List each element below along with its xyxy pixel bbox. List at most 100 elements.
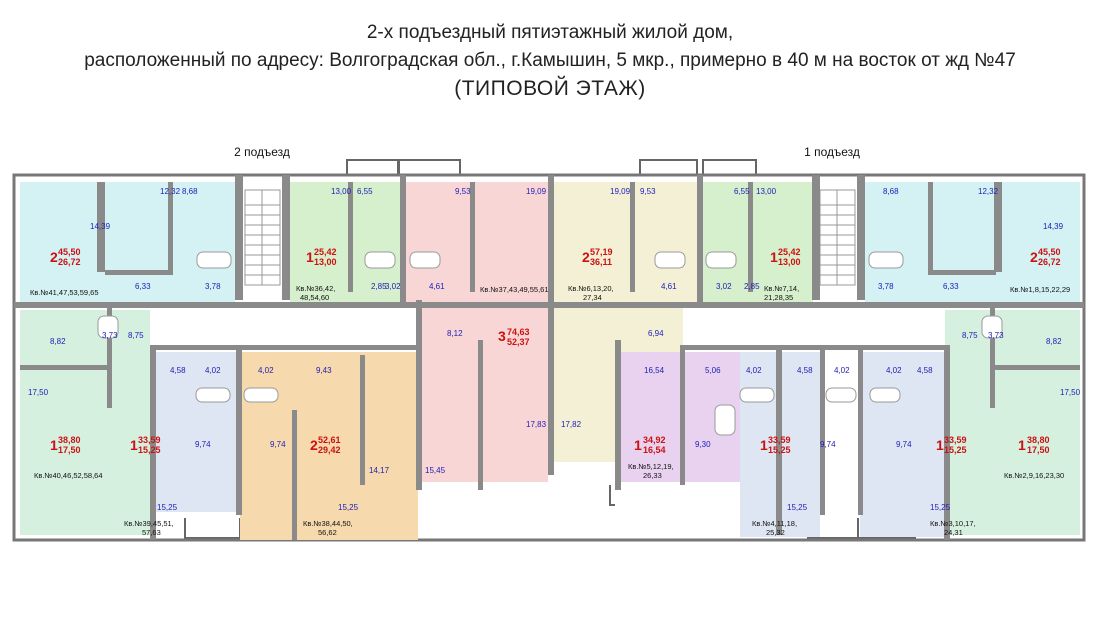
svg-text:4,02: 4,02	[205, 366, 221, 375]
svg-text:14,17: 14,17	[369, 466, 390, 475]
svg-text:29,42: 29,42	[318, 445, 341, 455]
apt-39-zone	[150, 352, 240, 512]
svg-text:8,75: 8,75	[962, 331, 978, 340]
svg-text:17,82: 17,82	[561, 420, 582, 429]
apt-37-zone-top	[403, 182, 548, 302]
svg-text:19,09: 19,09	[610, 187, 631, 196]
svg-text:15,25: 15,25	[930, 503, 951, 512]
svg-text:12,32: 12,32	[978, 187, 999, 196]
svg-text:16,54: 16,54	[644, 366, 665, 375]
svg-text:3: 3	[498, 328, 506, 344]
svg-text:9,53: 9,53	[455, 187, 471, 196]
svg-text:45,50: 45,50	[1038, 247, 1061, 257]
svg-text:Кв.№2,9,16,23,30: Кв.№2,9,16,23,30	[1004, 471, 1064, 480]
svg-text:9,74: 9,74	[270, 440, 286, 449]
svg-text:Кв.№6,13,20,: Кв.№6,13,20,	[568, 284, 614, 293]
svg-text:6,55: 6,55	[357, 187, 373, 196]
svg-text:25,42: 25,42	[314, 247, 337, 257]
apt-1-zone	[865, 182, 1080, 302]
svg-text:9,43: 9,43	[316, 366, 332, 375]
heading-line-2: расположенный по адресу: Волгоградская о…	[84, 50, 1016, 71]
svg-text:19,09: 19,09	[526, 187, 547, 196]
svg-text:8,12: 8,12	[447, 329, 463, 338]
svg-text:36,11: 36,11	[590, 257, 612, 267]
svg-text:2: 2	[582, 249, 590, 265]
apartment-zones	[20, 182, 1080, 540]
svg-text:4,02: 4,02	[258, 366, 274, 375]
svg-text:57,19: 57,19	[590, 247, 613, 257]
svg-text:8,75: 8,75	[128, 331, 144, 340]
svg-text:1: 1	[50, 437, 58, 453]
svg-text:27,34: 27,34	[583, 293, 602, 302]
heading-floor-type: (ТИПОВОЙ ЭТАЖ)	[454, 77, 646, 100]
room-area-labels: 12,32 8,68 14,39 6,33 3,78 13,00 6,55 2,…	[28, 187, 1081, 512]
svg-text:16,54: 16,54	[643, 445, 666, 455]
svg-text:4,61: 4,61	[661, 282, 677, 291]
svg-text:21,28,35: 21,28,35	[764, 293, 793, 302]
apt-36-zone	[290, 182, 400, 302]
svg-text:26,72: 26,72	[1038, 257, 1061, 267]
svg-text:15,25: 15,25	[768, 445, 791, 455]
svg-text:Кв.№40,46,52,58,64: Кв.№40,46,52,58,64	[34, 471, 103, 480]
svg-text:15,45: 15,45	[425, 466, 446, 475]
svg-text:26,33: 26,33	[643, 471, 662, 480]
svg-text:6,55: 6,55	[734, 187, 750, 196]
apt-40-zone	[20, 310, 150, 535]
svg-text:25,32: 25,32	[766, 528, 785, 537]
svg-text:13,00: 13,00	[331, 187, 352, 196]
svg-text:8,82: 8,82	[50, 337, 66, 346]
apt-6-zone-top	[553, 182, 698, 302]
apt-7-zone	[703, 182, 813, 302]
svg-text:9,30: 9,30	[695, 440, 711, 449]
svg-text:Кв.№4,11,18,: Кв.№4,11,18,	[752, 519, 797, 528]
svg-text:17,50: 17,50	[58, 445, 81, 455]
interior-walls	[14, 175, 1084, 540]
svg-text:12,32: 12,32	[160, 187, 181, 196]
svg-text:2: 2	[1030, 249, 1038, 265]
svg-text:15,25: 15,25	[138, 445, 161, 455]
svg-text:17,50: 17,50	[28, 388, 49, 397]
svg-text:3,73: 3,73	[988, 331, 1004, 340]
svg-text:14,39: 14,39	[90, 222, 111, 231]
svg-text:52,61: 52,61	[318, 435, 341, 445]
building-outline	[12, 173, 1086, 542]
svg-text:2: 2	[310, 437, 318, 453]
svg-text:48,54,60: 48,54,60	[300, 293, 329, 302]
svg-text:1: 1	[760, 437, 768, 453]
apartment-labels: 2 45,50 26,72 Кв.№41,47,53,59,65 1 25,42…	[30, 247, 1070, 537]
svg-text:4,02: 4,02	[746, 366, 762, 375]
svg-text:13,00: 13,00	[756, 187, 777, 196]
svg-text:1: 1	[634, 437, 642, 453]
svg-text:Кв.№1,8,15,22,29: Кв.№1,8,15,22,29	[1010, 285, 1070, 294]
svg-text:13,00: 13,00	[314, 257, 337, 267]
svg-text:Кв.№7,14,: Кв.№7,14,	[764, 284, 799, 293]
apt-41-zone	[20, 182, 235, 302]
svg-text:13,00: 13,00	[778, 257, 801, 267]
svg-text:8,68: 8,68	[883, 187, 899, 196]
svg-text:3,02: 3,02	[716, 282, 732, 291]
svg-text:3,78: 3,78	[205, 282, 221, 291]
svg-text:4,02: 4,02	[886, 366, 902, 375]
svg-text:2,85: 2,85	[371, 282, 387, 291]
svg-text:4,58: 4,58	[170, 366, 186, 375]
entrance-2-label: 2 подъезд	[234, 145, 290, 159]
svg-text:57,63: 57,63	[142, 528, 161, 537]
bathroom-fixtures	[97, 251, 1003, 436]
svg-text:26,72: 26,72	[58, 257, 81, 267]
apt-38-zone	[240, 352, 418, 540]
svg-text:14,39: 14,39	[1043, 222, 1064, 231]
svg-text:17,83: 17,83	[526, 420, 547, 429]
svg-text:9,74: 9,74	[820, 440, 836, 449]
svg-text:33,59: 33,59	[944, 435, 967, 445]
svg-text:9,53: 9,53	[640, 187, 656, 196]
apt-2-zone	[945, 310, 1080, 535]
svg-text:1: 1	[306, 249, 314, 265]
svg-text:Кв.№37,43,49,55,61: Кв.№37,43,49,55,61	[480, 285, 549, 294]
svg-text:3,73: 3,73	[102, 331, 118, 340]
svg-text:3,02: 3,02	[385, 282, 401, 291]
svg-text:6,33: 6,33	[943, 282, 959, 291]
svg-text:38,80: 38,80	[58, 435, 81, 445]
svg-text:8,82: 8,82	[1046, 337, 1062, 346]
svg-text:1: 1	[770, 249, 778, 265]
svg-text:Кв.№5,12,19,: Кв.№5,12,19,	[628, 462, 674, 471]
